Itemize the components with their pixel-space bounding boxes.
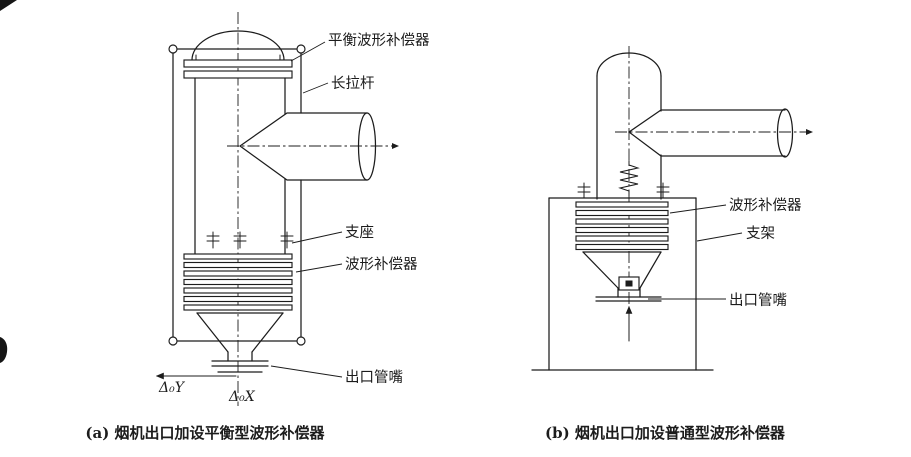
tie-rod-frame <box>168 44 306 346</box>
outlet-cone-b <box>582 251 662 302</box>
hanger-symbols <box>577 182 670 199</box>
support-frame <box>531 197 714 371</box>
balanced-compensator-plates <box>183 54 293 79</box>
label-bellows-right: 波形补偿器 <box>729 197 802 214</box>
vessel-dome <box>191 30 285 61</box>
outlet-cone-a <box>196 312 284 373</box>
label-bracket: 支架 <box>746 225 775 242</box>
label-balanced-bellows: 平衡波形补偿器 <box>328 32 430 49</box>
label-outlet-nozzle-right: 出口管嘴 <box>729 292 787 309</box>
bellows-stack-a <box>183 253 293 311</box>
caption-a: (a) 烟机出口加设平衡型波形补偿器 <box>85 424 325 442</box>
support-symbols <box>206 231 294 249</box>
diagram-b: 波形补偿器 支架 出口管嘴 (b) 烟机出口加设普通型波形补偿器 <box>531 46 814 442</box>
label-outlet-nozzle-left: 出口管嘴 <box>345 369 403 386</box>
label-bellows-left: 波形补偿器 <box>345 256 418 273</box>
label-delta-y: Δ₀Y <box>158 380 186 396</box>
bellows-stack-b <box>575 201 669 251</box>
outlet-pipe-b <box>628 108 794 158</box>
vessel-shell <box>194 77 286 255</box>
diagram-a: 平衡波形补偿器 长拉杆 支座 波形补偿器 出口管嘴 Δ₀Y Δ₀X (a) 烟机… <box>85 12 430 442</box>
label-delta-x: Δ₀X <box>228 389 256 405</box>
leader-lines-b <box>648 204 743 300</box>
pipe-dome-b <box>596 52 662 77</box>
caption-b: (b) 烟机出口加设普通型波形补偿器 <box>545 424 786 442</box>
label-support: 支座 <box>345 224 374 241</box>
spring-symbol <box>618 160 640 197</box>
outlet-pipe-a <box>239 112 377 181</box>
leader-lines-a <box>270 41 343 378</box>
scan-artifacts <box>0 0 17 363</box>
label-long-tie-rod: 长拉杆 <box>331 75 375 92</box>
